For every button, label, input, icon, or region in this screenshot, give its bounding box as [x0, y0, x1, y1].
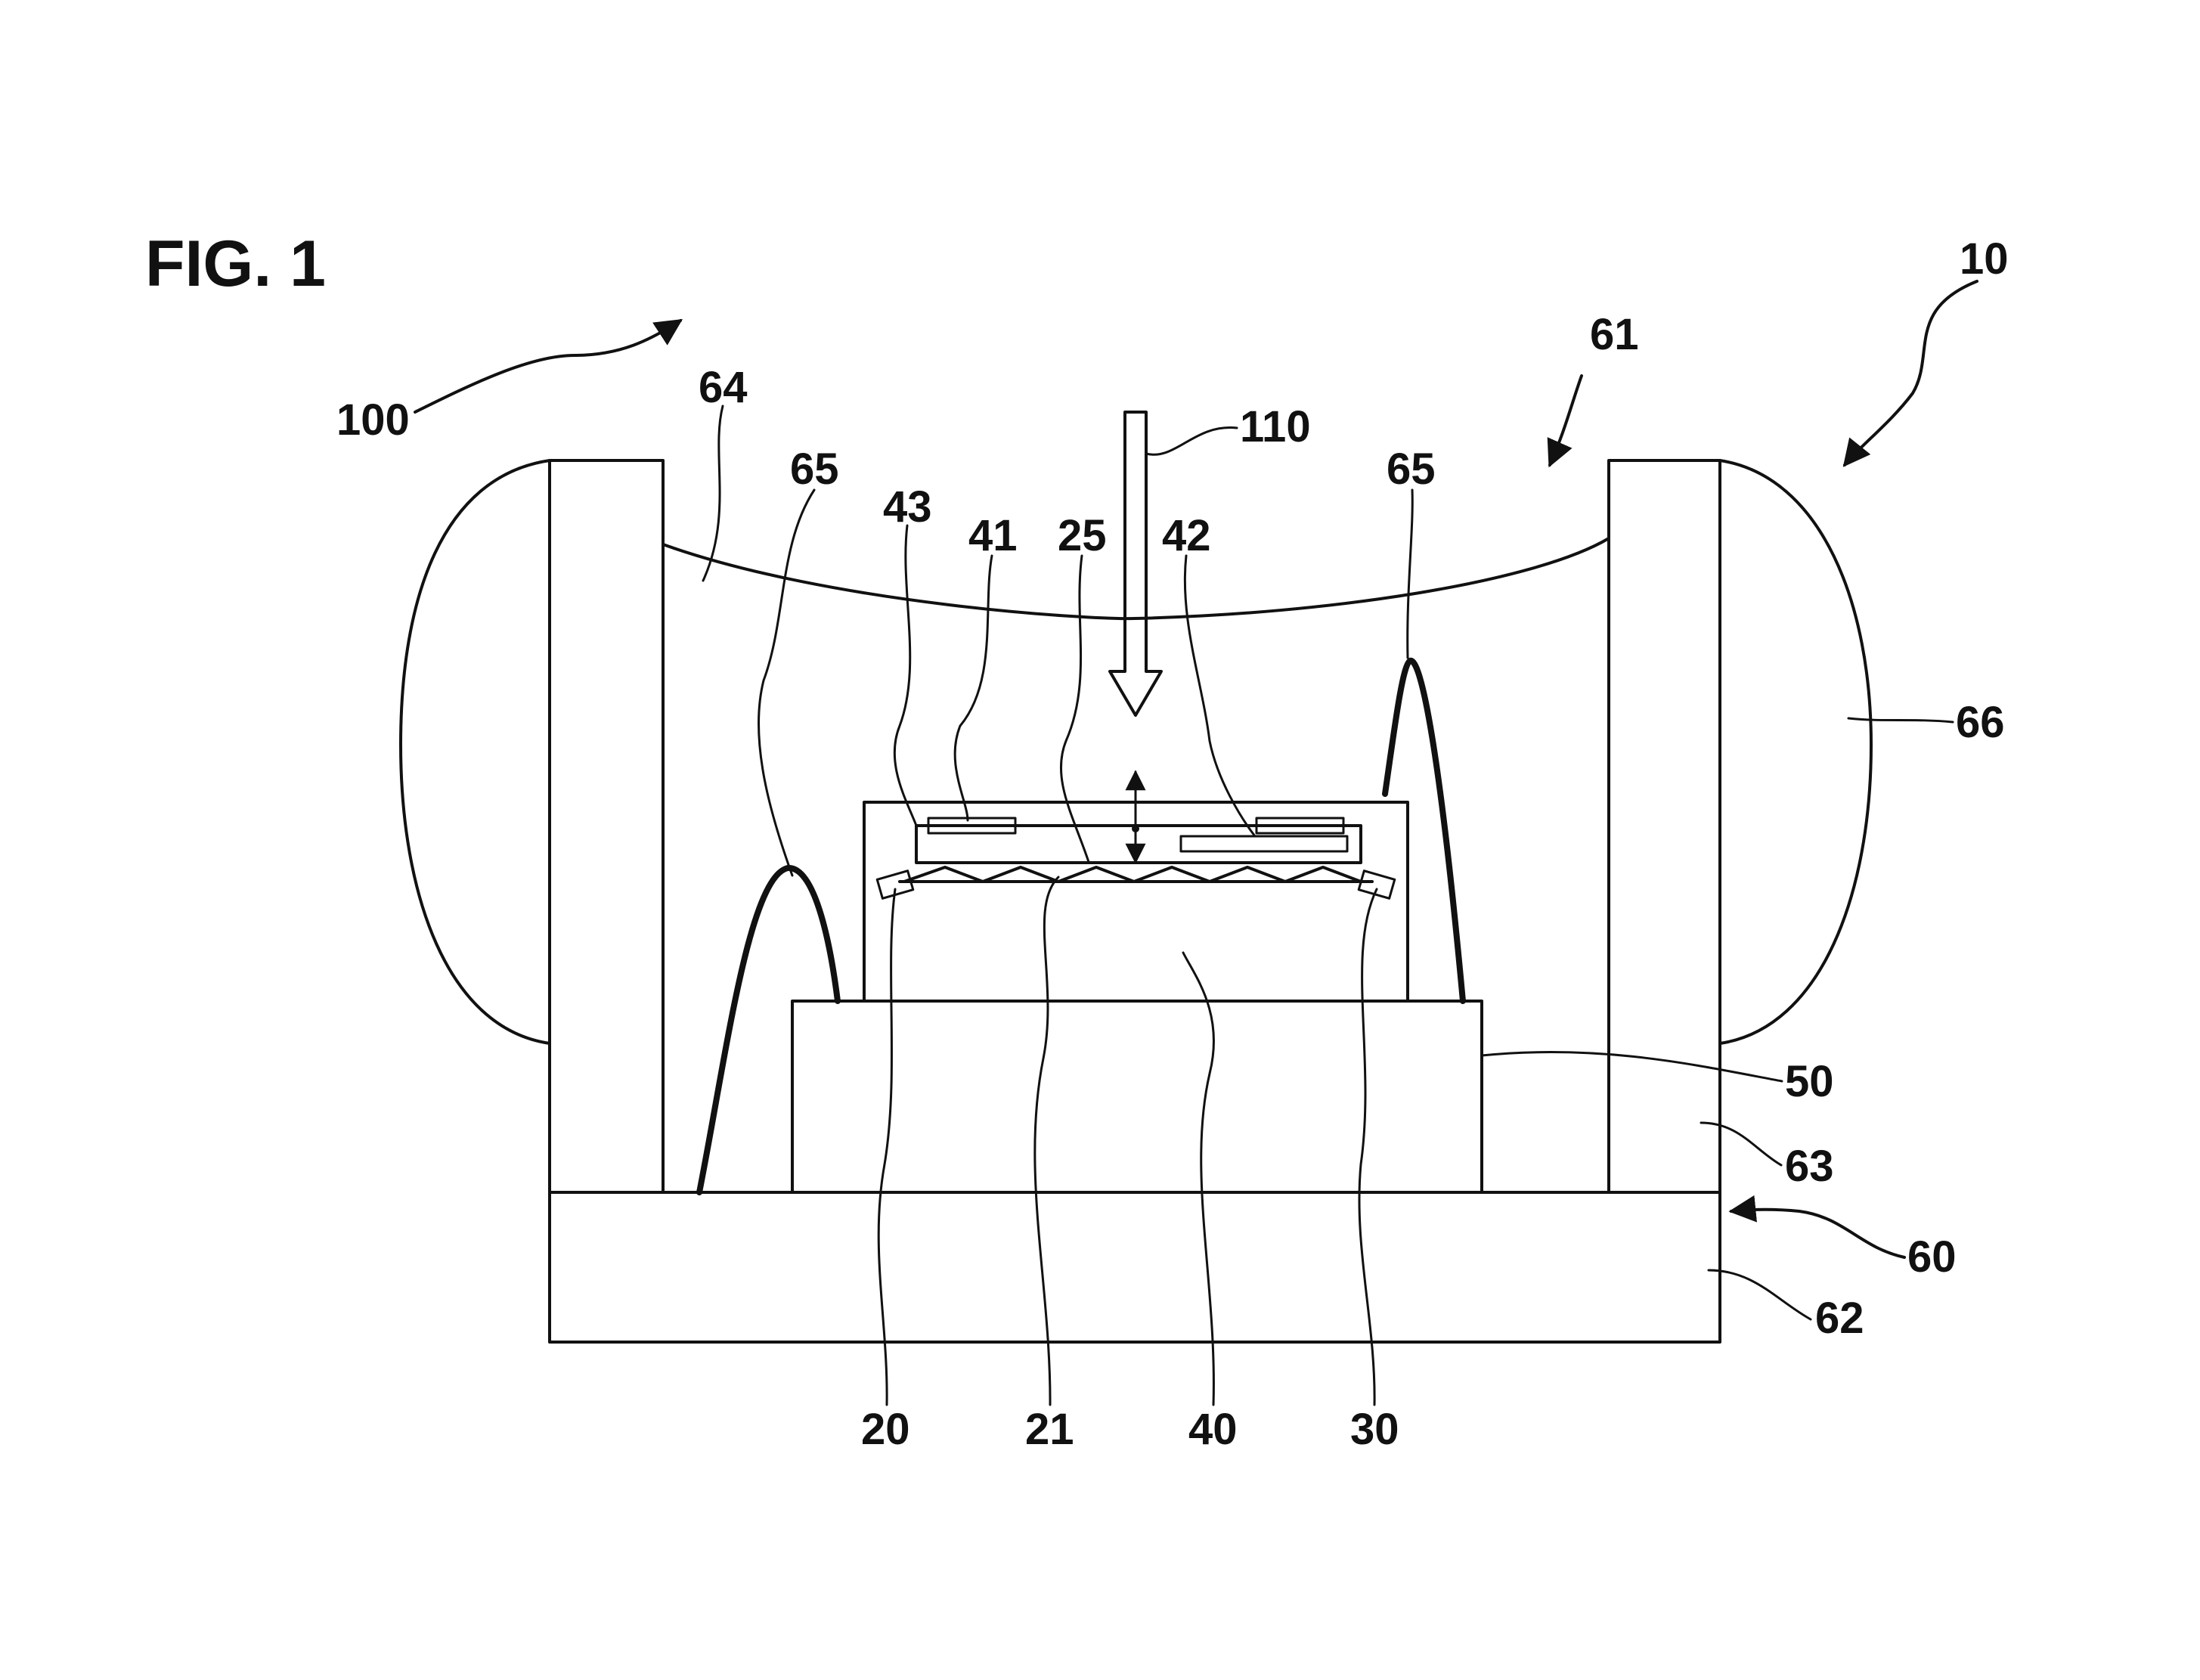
- ref-50: 50: [1785, 1057, 1834, 1106]
- ref-21: 21: [1025, 1405, 1074, 1454]
- outer-ring-left: [399, 459, 551, 1045]
- leader-40: [1182, 951, 1215, 1406]
- leader-20: [877, 888, 897, 1406]
- opening-arrow-icon: [1547, 374, 1583, 468]
- leader-41: [953, 554, 993, 822]
- displacement-dot-icon: [1132, 825, 1139, 832]
- asic-chip: [791, 1000, 1483, 1194]
- ref-61: 61: [1590, 310, 1639, 359]
- ref-60: 60: [1907, 1232, 1957, 1282]
- bond-wire-right: [1382, 657, 1466, 1004]
- housing-wall-left: [548, 459, 665, 1194]
- figure-title: FIG. 1: [145, 228, 326, 300]
- substrate-arrow-icon: [1728, 1195, 1906, 1259]
- ref-42: 42: [1162, 511, 1211, 560]
- leader-65-right: [1406, 488, 1414, 659]
- ref-10: 10: [1960, 234, 2009, 284]
- ref-30: 30: [1350, 1405, 1399, 1454]
- leader-65-left: [758, 488, 816, 877]
- bond-wire-left: [696, 865, 841, 1195]
- ref-62: 62: [1815, 1294, 1864, 1343]
- leader-25: [1059, 554, 1090, 863]
- ref-66: 66: [1956, 698, 2005, 747]
- wavy-membrane: [903, 866, 1362, 883]
- pressure-arrow-icon: [1108, 411, 1163, 717]
- housing-wall-right: [1607, 459, 1721, 1194]
- ref-40: 40: [1188, 1405, 1238, 1454]
- ref-65-left: 65: [790, 445, 839, 494]
- ref-63: 63: [1785, 1142, 1834, 1191]
- leader-21: [1033, 876, 1060, 1406]
- ref-25: 25: [1058, 511, 1107, 560]
- leader-30: [1358, 888, 1378, 1406]
- leader-63: [1700, 1121, 1783, 1167]
- assembly-arrow-right-icon: [1842, 280, 1978, 467]
- ref-43: 43: [883, 482, 932, 532]
- leader-64: [702, 405, 724, 582]
- leader-110: [1145, 426, 1238, 456]
- electrode-plate-right: [1179, 835, 1349, 853]
- contact-pad-left: [875, 869, 915, 900]
- leader-62: [1707, 1269, 1812, 1321]
- contact-pad-right: [1357, 869, 1396, 900]
- electrode-left: [927, 817, 1017, 835]
- ref-64: 64: [699, 363, 748, 412]
- assembly-arrow-left-icon: [414, 319, 683, 414]
- leader-50: [1480, 1050, 1783, 1083]
- leader-42: [1183, 554, 1256, 838]
- cap-frame: [915, 824, 1362, 864]
- leader-66: [1847, 717, 1954, 724]
- ref-20: 20: [861, 1405, 910, 1454]
- ref-65-right: 65: [1387, 445, 1436, 494]
- ref-41: 41: [968, 511, 1018, 560]
- leader-43: [893, 524, 918, 827]
- ref-110: 110: [1240, 402, 1311, 451]
- outer-ring-right: [1718, 459, 1873, 1045]
- ref-100: 100: [336, 395, 410, 445]
- mold-compound: [662, 537, 1610, 1194]
- electrode-right: [1255, 817, 1345, 835]
- substrate: [548, 1191, 1721, 1344]
